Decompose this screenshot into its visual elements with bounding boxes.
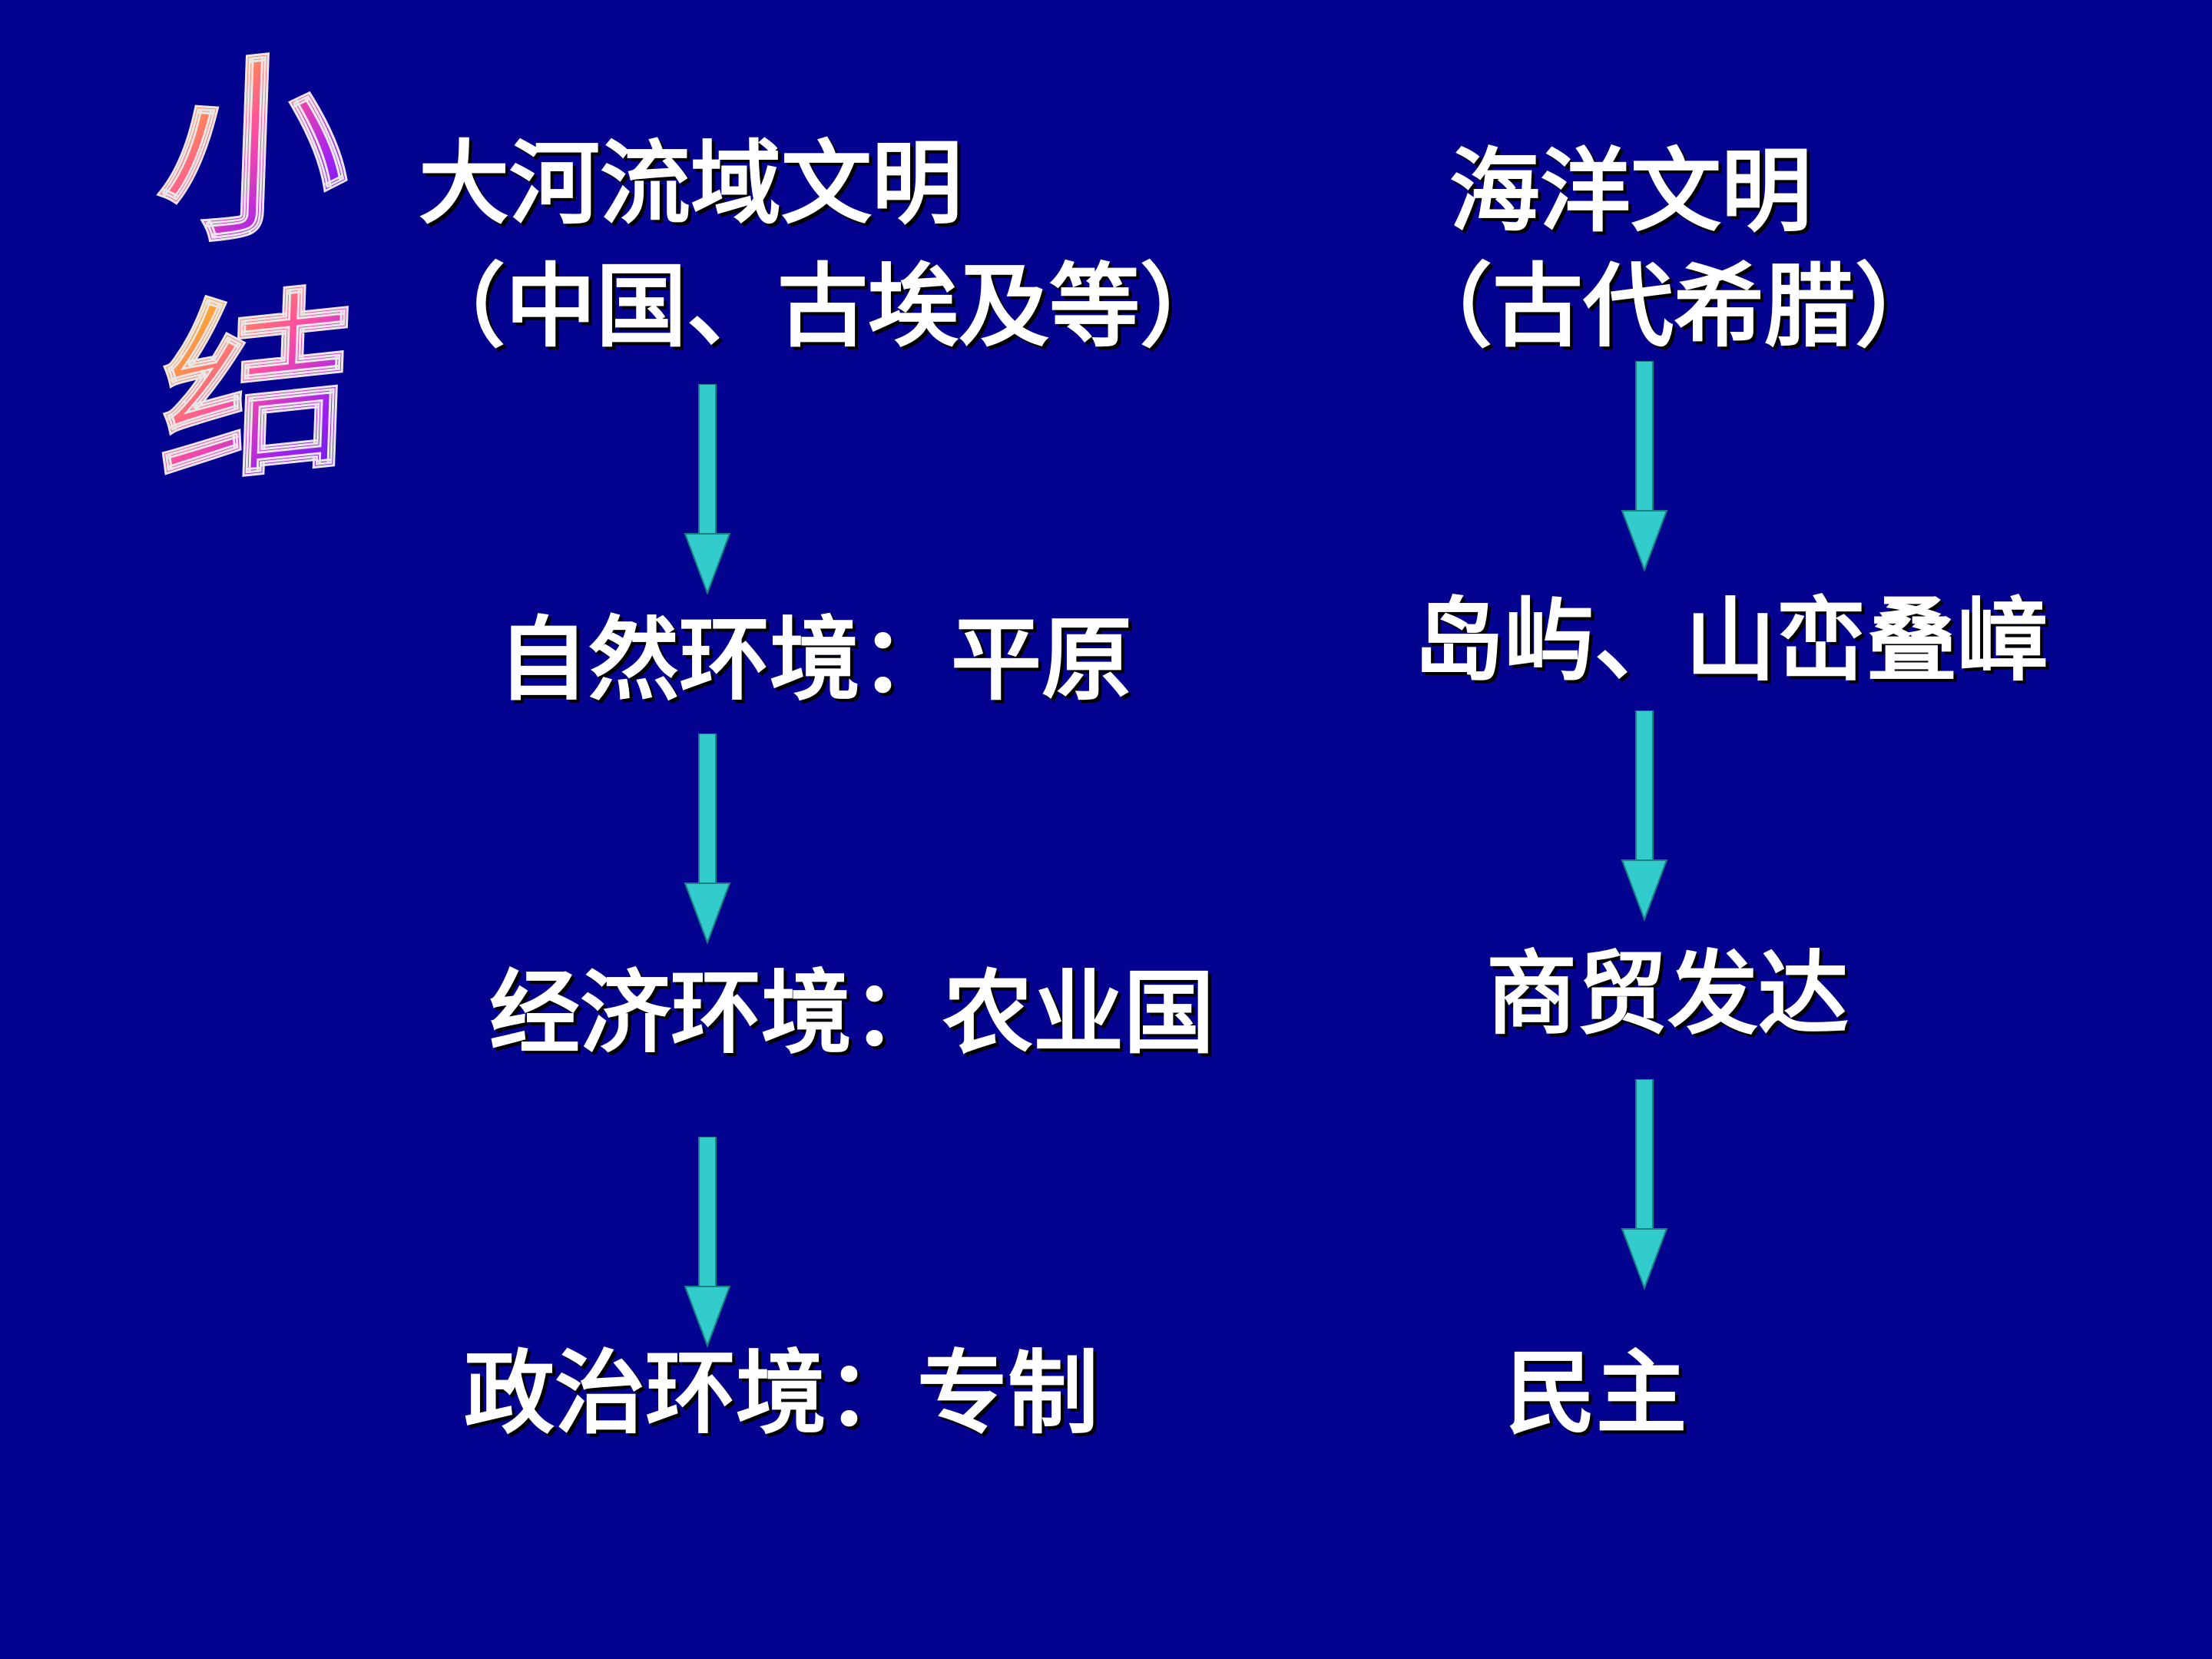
arrow-left-3 (684, 1137, 731, 1348)
arrow-left-2 (684, 733, 731, 945)
river-economic-environment: 经济环境：农业国 (489, 959, 1215, 1066)
ocean-nature-environment: 岛屿、山峦叠嶂 (1413, 587, 2048, 694)
arrow-right-1 (1621, 361, 1668, 572)
summary-title-bottom: 结 (157, 263, 358, 513)
river-civilization-heading: 大河流域文明 (419, 130, 963, 237)
arrow-right-2 (1621, 710, 1668, 922)
arrow-left-1 (684, 384, 731, 595)
ocean-political-environment: 民主 (1505, 1339, 1687, 1446)
river-political-environment: 政治环境：专制 (464, 1339, 1099, 1446)
river-nature-environment: 自然环境：平原 (498, 606, 1133, 713)
arrow-right-3 (1621, 1079, 1668, 1290)
ocean-civilization-heading: 海洋文明 (1449, 137, 1813, 244)
ocean-civilization-examples: （古代希腊） (1402, 253, 1946, 359)
summary-title-top: 小 (153, 25, 354, 275)
river-civilization-examples: （中国、古埃及等） (415, 253, 1231, 359)
ocean-economic-environment: 商贸发达 (1486, 940, 1849, 1047)
